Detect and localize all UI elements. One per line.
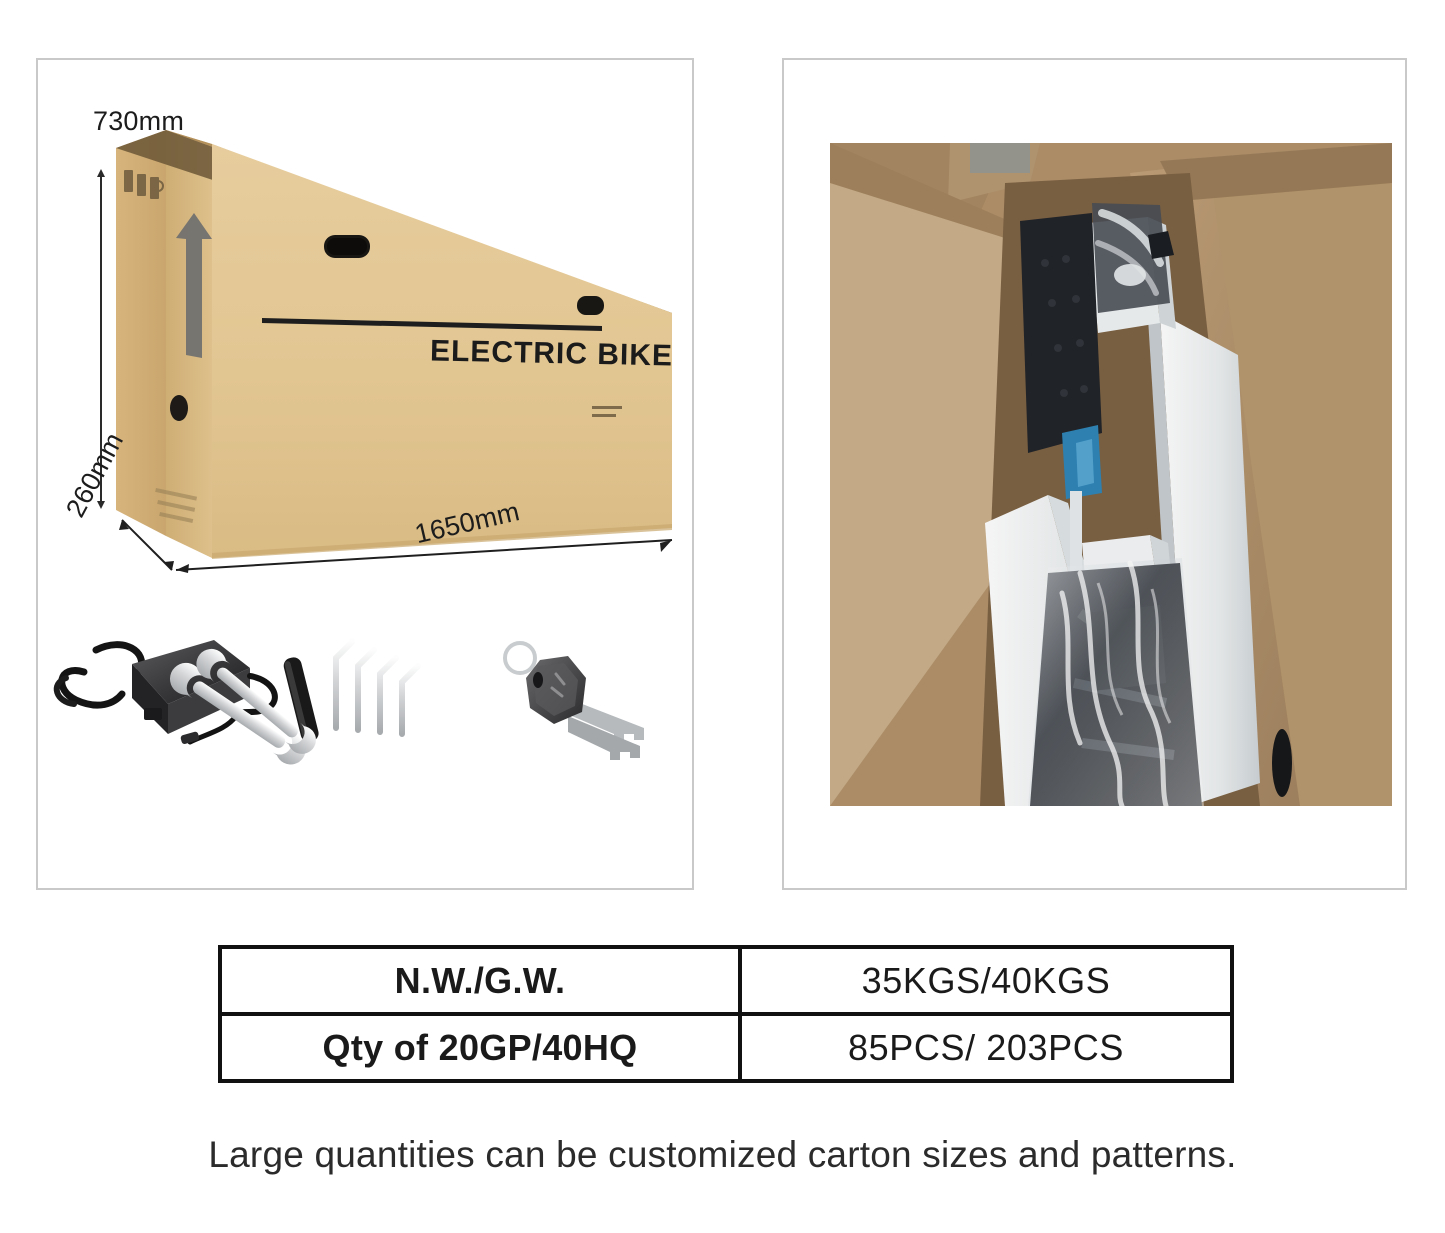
spec-key: Qty of 20GP/40HQ [218,1012,742,1083]
height-dimension-label: 730mm [93,106,185,136]
spec-value: 85PCS/ 203PCS [738,1012,1234,1083]
keys-icon [503,641,644,760]
packed-carton-photo [830,143,1392,806]
carton-handle [324,235,370,258]
accessories-row [53,639,644,765]
spec-key: N.W./G.W. [218,945,742,1016]
table-row: Qty of 20GP/40HQ 85PCS/ 203PCS [218,1012,1234,1083]
carton-illustration [116,130,673,573]
carton-handle [577,296,604,315]
spec-table: N.W./G.W. 35KGS/40KGS Qty of 20GP/40HQ 8… [218,945,1234,1083]
this-way-up-arrow [176,213,212,358]
spec-value: 35KGS/40KGS [738,945,1234,1016]
height-dimension-line [97,169,105,509]
tool-kit-icon [169,639,421,765]
carton-brand-text: ELECTRIC BIKE [429,334,674,373]
caption-text: Large quantities can be customized carto… [208,1134,1237,1175]
table-row: N.W./G.W. 35KGS/40KGS [218,945,1234,1016]
